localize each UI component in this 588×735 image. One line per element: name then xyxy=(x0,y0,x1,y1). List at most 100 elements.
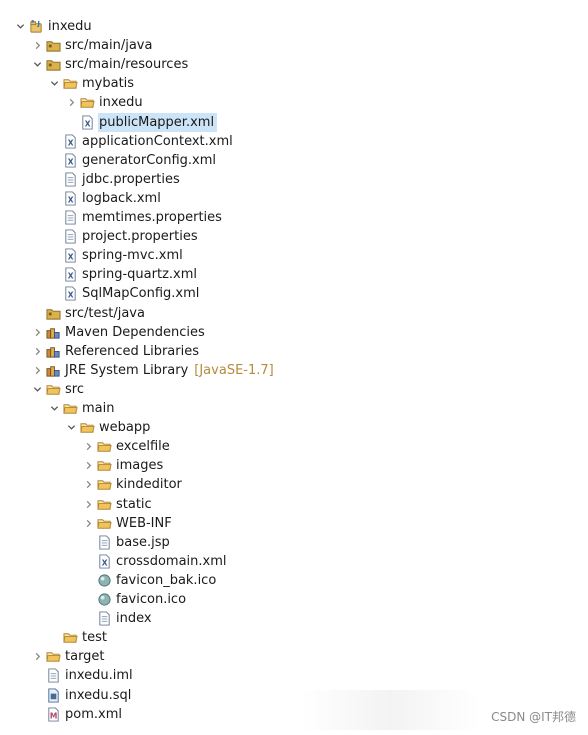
text-file-icon xyxy=(62,171,78,187)
tree-item-label: inxedu.iml xyxy=(65,668,133,684)
chevron-down-icon[interactable] xyxy=(46,399,62,418)
tree-indent-spacer xyxy=(80,609,96,628)
tree-item[interactable]: favicon.ico xyxy=(80,590,189,609)
tree-item[interactable]: index xyxy=(80,609,155,628)
chevron-right-icon[interactable] xyxy=(80,475,96,494)
tree-indent-spacer xyxy=(80,552,96,571)
folder-icon xyxy=(62,401,78,417)
svg-text:X: X xyxy=(67,272,73,281)
xml-file-icon: X xyxy=(62,267,78,283)
tree-indent-spacer xyxy=(63,113,79,132)
chevron-right-icon[interactable] xyxy=(80,456,96,475)
tree-item-label: memtimes.properties xyxy=(82,210,222,225)
tree-item[interactable]: kindeditor xyxy=(80,475,185,494)
tree-item-label: excelfile xyxy=(116,439,170,455)
tree-item[interactable]: test xyxy=(46,628,110,647)
tree-item[interactable]: Referenced Libraries xyxy=(29,342,202,361)
tree-item[interactable]: target xyxy=(29,647,108,666)
svg-text:X: X xyxy=(67,195,73,204)
tree-indent-spacer xyxy=(80,533,96,552)
chevron-down-icon[interactable] xyxy=(29,380,45,399)
tree-item-label: logback.xml xyxy=(82,190,161,206)
chevron-right-icon[interactable] xyxy=(29,361,45,380)
tree-item-label: generatorConfig.xml xyxy=(82,152,217,168)
tree-item-label: WEB-INF xyxy=(116,515,172,531)
svg-text:X: X xyxy=(101,558,107,567)
chevron-down-icon[interactable] xyxy=(12,17,28,36)
tree-item[interactable]: src/main/resources xyxy=(29,55,191,74)
tree-item-label: spring-mvc.xml xyxy=(82,248,183,264)
chevron-right-icon[interactable] xyxy=(29,647,45,666)
tree-item-label: pom.xml xyxy=(65,706,122,722)
chevron-down-icon[interactable] xyxy=(63,418,79,437)
tree-item-label: crossdomain.xml xyxy=(116,553,227,569)
chevron-right-icon[interactable] xyxy=(80,514,96,533)
tree-item[interactable]: JRE System Library[JavaSE-1.7] xyxy=(29,361,274,380)
chevron-down-icon[interactable] xyxy=(29,55,45,74)
folder-icon xyxy=(96,515,112,531)
tree-item-label: base.jsp xyxy=(116,534,170,550)
chevron-down-icon[interactable] xyxy=(46,74,62,93)
text-file-icon xyxy=(96,534,112,550)
source-folder-icon xyxy=(45,38,61,54)
source-folder-icon xyxy=(45,305,61,321)
tree-item[interactable]: memtimes.properties xyxy=(46,208,225,227)
tree-item[interactable]: WEB-INF xyxy=(80,514,175,533)
xml-file-icon: X xyxy=(62,190,78,206)
library-version-decoration: [JavaSE-1.7] xyxy=(194,362,274,378)
chevron-right-icon[interactable] xyxy=(80,495,96,514)
tree-item[interactable]: static xyxy=(80,495,155,514)
tree-item[interactable]: main xyxy=(46,399,117,418)
chevron-right-icon[interactable] xyxy=(80,437,96,456)
tree-item-label: inxedu xyxy=(99,95,143,111)
text-file-icon xyxy=(45,668,61,684)
tree-item[interactable]: Maven Dependencies xyxy=(29,323,208,342)
tree-indent-spacer xyxy=(46,132,62,151)
folder-icon xyxy=(96,458,112,474)
ico-file-icon xyxy=(96,572,112,588)
tree-item[interactable]: base.jsp xyxy=(80,533,173,552)
java-project-icon: J xyxy=(28,19,44,35)
tree-item[interactable]: excelfile xyxy=(80,437,173,456)
tree-item[interactable]: inxedu.sql xyxy=(29,686,134,705)
sql-file-icon xyxy=(45,687,61,703)
tree-item[interactable]: favicon_bak.ico xyxy=(80,571,219,590)
tree-item[interactable]: webapp xyxy=(63,418,153,437)
tree-item[interactable]: inxedu.iml xyxy=(29,666,136,685)
chevron-right-icon[interactable] xyxy=(29,36,45,55)
chevron-right-icon[interactable] xyxy=(29,342,45,361)
tree-item[interactable]: src/main/java xyxy=(29,36,155,55)
tree-indent-spacer xyxy=(46,265,62,284)
svg-text:X: X xyxy=(67,138,73,147)
text-file-icon xyxy=(96,611,112,627)
xml-file-icon: X xyxy=(62,133,78,149)
tree-item-label: SqlMapConfig.xml xyxy=(82,286,200,302)
svg-text:M: M xyxy=(49,711,56,720)
folder-icon xyxy=(62,630,78,646)
tree-item[interactable]: src/test/java xyxy=(29,304,148,323)
tree-indent-spacer xyxy=(46,284,62,303)
tree-item[interactable]: mybatis xyxy=(46,74,137,93)
tree-item-label: images xyxy=(116,458,164,474)
folder-icon xyxy=(45,381,61,397)
tree-item[interactable]: images xyxy=(80,456,166,475)
chevron-right-icon[interactable] xyxy=(29,323,45,342)
tree-item[interactable]: project.properties xyxy=(46,227,201,246)
tree-item[interactable]: inxedu xyxy=(63,93,146,112)
tree-item[interactable]: src xyxy=(29,380,87,399)
library-icon xyxy=(45,362,61,378)
folder-icon xyxy=(96,477,112,493)
folder-icon xyxy=(79,420,95,436)
tree-item[interactable]: jdbc.properties xyxy=(46,170,183,189)
chevron-right-icon[interactable] xyxy=(63,93,79,112)
